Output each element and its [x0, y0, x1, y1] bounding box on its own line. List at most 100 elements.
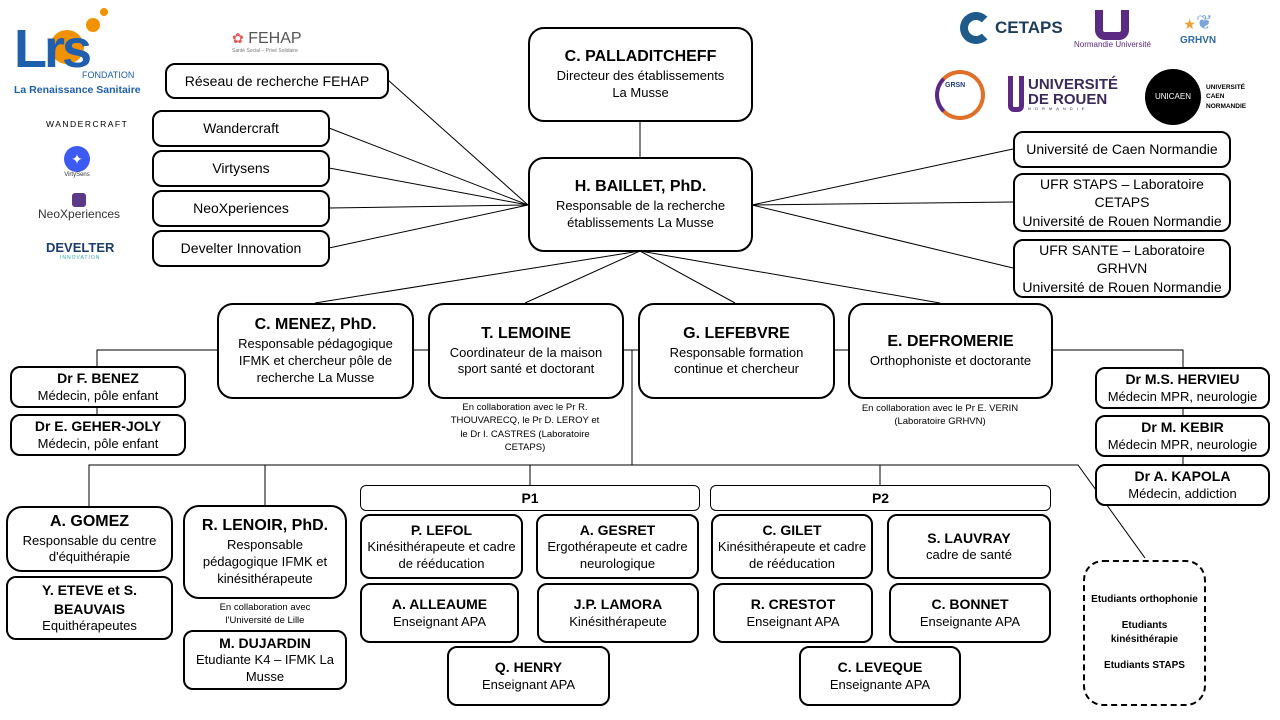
partner-label: UFR SANTE – Laboratoire GRHVN	[1039, 242, 1205, 277]
person-name: R. LENOIR, PhD.	[201, 517, 329, 535]
develter-tagline: INNOVATION	[60, 255, 101, 261]
director-name: C. PALLADITCHEFF	[564, 48, 717, 66]
partner-sublabel: Université de Rouen Normandie	[1022, 212, 1222, 229]
partner-label: UFR STAPS – Laboratoire CETAPS	[1040, 176, 1204, 211]
partner-sublabel: Université de Rouen Normandie	[1022, 278, 1222, 295]
partner-label: Develter Innovation	[180, 240, 302, 257]
person-name: C. GILET	[762, 521, 822, 538]
research-lead-name: H. BAILLET, PhD.	[574, 178, 707, 196]
wandercraft-logo: WANDERCRAFT	[46, 119, 129, 129]
partner-caen: Université de Caen Normandie	[1013, 131, 1231, 168]
person-role: Kinésithérapeute	[569, 613, 667, 629]
director-site: La Musse	[612, 84, 669, 100]
students-staps: Etudiants STAPS	[1104, 660, 1185, 671]
person-role: Responsable formation continue et cherch…	[669, 344, 804, 377]
develter-logo: DEVELTER INNOVATION	[46, 240, 114, 261]
rouen-line1: UNIVERSITÉ	[1028, 76, 1119, 93]
person-role: Ergothérapeute et cadre neurologique	[547, 538, 688, 571]
person-role: Médecin, addiction	[1128, 485, 1237, 501]
caen-line1: UNIVERSITÉ	[1206, 84, 1246, 92]
person-name: C. LEVEQUE	[837, 659, 923, 676]
partner-label: Wandercraft	[203, 120, 279, 137]
research-lead-role: Responsable de la recherche	[555, 198, 726, 213]
person-name: A. ALLEAUME	[391, 596, 488, 613]
research-lead-site: établissements La Musse	[567, 214, 714, 230]
manager-lemoine: T. LEMOINE Coordinateur de la maison spor…	[428, 303, 624, 399]
staff-gomez: A. GOMEZ Responsable du centre d'équithér…	[6, 506, 173, 572]
person-role: Enseignant APA	[482, 676, 575, 692]
partner-label: Université de Caen Normandie	[1026, 141, 1218, 158]
partner-label: Virtysens	[212, 160, 270, 177]
person-role: Responsable pédagogique IFMK et chercheu…	[238, 336, 393, 385]
students-box: Etudiants orthophonie Etudiants kinésith…	[1083, 560, 1206, 706]
develter-name: DEVELTER	[46, 240, 115, 255]
person-name: M. DUJARDIN	[219, 635, 311, 652]
research-lead-box: H. BAILLET, PhD. Responsable de la reche…	[528, 157, 753, 252]
group-label: P2	[871, 489, 890, 506]
neoxperiences-logo: NeoXperiences	[38, 193, 120, 221]
person-role: Coordinateur de la maison sport santé et…	[449, 344, 603, 377]
staff-lenoir: R. LENOIR, PhD.Responsable pédagogique I…	[183, 505, 347, 599]
normandie-logo: Normandie Université	[1074, 10, 1151, 49]
grhvn-logo: ★❦ GRHVN	[1180, 12, 1217, 46]
rouen-line3: NORMANDIE	[1028, 106, 1089, 111]
note-defromerie: En collaboration avec le Pr E. VERIN (La…	[861, 403, 1019, 428]
note-lenoir: En collaboration avec l'Université de Li…	[219, 602, 311, 627]
virtysens-logo: ✦ VirtySens	[64, 146, 90, 178]
person-name: Dr E. GEHER-JOLY	[34, 418, 162, 435]
partner-wandercraft: Wandercraft	[152, 110, 330, 147]
cetaps-logo: CETAPS	[960, 12, 1063, 44]
person-role: Kinésithérapeute et cadre de rééducation	[367, 538, 516, 571]
neoxperiences-name: NeoXperiences	[38, 207, 121, 221]
partner-fehap: Réseau de recherche FEHAP	[165, 63, 389, 99]
note-lemoine: En collaboration avec le Pr R. THOUVAREC…	[450, 402, 600, 453]
person-role: Enseignant APA	[393, 613, 486, 629]
person-role: Responsable du centre d'équithérapie	[22, 532, 157, 565]
lrs-letters: Lrs	[14, 19, 92, 79]
partner-develter: Develter Innovation	[152, 230, 330, 267]
partner-label: Réseau de recherche FEHAP	[184, 72, 370, 89]
students-kinesitherapie: Etudiants kinésithérapie	[1110, 620, 1179, 645]
person-role: Enseignant APA	[746, 613, 840, 629]
person-name: C. BONNET	[931, 596, 1009, 613]
person-role: Orthophoniste et doctorante	[869, 352, 1032, 368]
fehap-tagline: Santé Social – Privé Solidaire	[232, 48, 298, 54]
person-name: T. LEMOINE	[481, 324, 571, 342]
person-name: A. GESRET	[579, 521, 656, 538]
fehap-logo: ✿ FEHAP Santé Social – Privé Solidaire	[232, 30, 302, 54]
person-name: Y. ETEVE et S. BEAUVAIS	[42, 582, 137, 617]
person-name: Dr M. KEBIR	[1141, 419, 1224, 436]
person-name: A. GOMEZ	[49, 512, 130, 530]
unicaen-mark: UNICAEN	[1145, 69, 1201, 125]
person-name: Dr A. KAPOLA	[1134, 468, 1231, 485]
person-role: Médecin, pôle enfant	[37, 435, 159, 451]
person-name: Q. HENRY	[494, 659, 563, 676]
rouen-logo: UNIVERSITÉ DE ROUEN NORMANDIE	[1008, 76, 1118, 112]
group-label: P1	[521, 489, 539, 506]
person-name: J.P. LAMORA	[573, 596, 663, 613]
partner-virtysens: Virtysens	[152, 150, 330, 187]
students-orthophonie: Etudiants orthophonie	[1091, 594, 1198, 605]
person-name: E. DEFROMERIE	[887, 333, 1014, 351]
caen-line3: NORMANDIE	[1206, 102, 1247, 110]
person-role: Equithérapeutes	[42, 617, 137, 633]
person-name: Dr F. BENEZ	[57, 370, 139, 387]
grsn-logo: GRSN	[935, 70, 985, 120]
director-role: Directeur des établissements	[556, 68, 725, 83]
lrs-tagline: La Renaissance Sanitaire	[14, 84, 141, 96]
